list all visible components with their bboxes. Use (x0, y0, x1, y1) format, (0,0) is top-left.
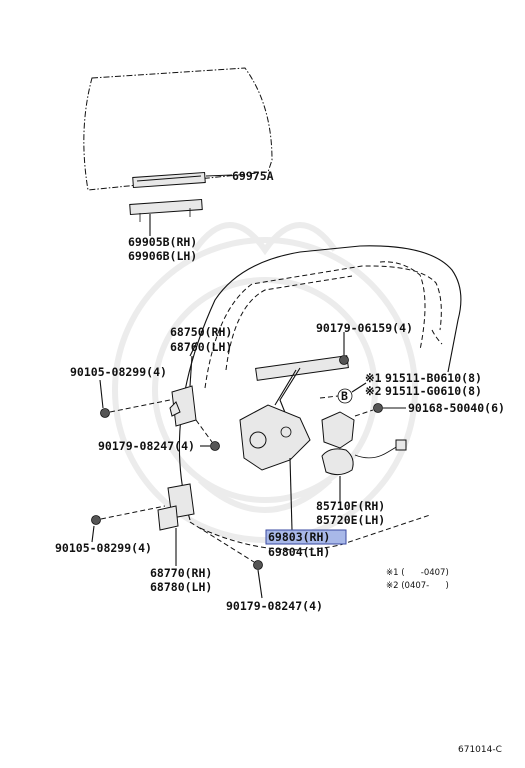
nut-90179-08247-lower[interactable] (189, 521, 263, 599)
label-69975A[interactable]: 69975A (232, 169, 274, 183)
door-hinge-lower-68770[interactable] (157, 483, 195, 566)
highlight-69803 (265, 529, 347, 545)
label-69906B[interactable]: 69906B(LH) (128, 249, 197, 263)
bolt-90168-50040[interactable] (354, 403, 406, 417)
label-90179-08247-lower[interactable]: 90179-08247(4) (226, 599, 323, 613)
nut-90179-06159[interactable] (339, 332, 349, 365)
label-68780[interactable]: 68780(LH) (150, 580, 212, 594)
label-90105-08299-lower[interactable]: 90105-08299(4) (55, 541, 152, 555)
label-68750[interactable]: 68750(RH) (170, 325, 232, 339)
label-90105-08299-upper[interactable]: 90105-08299(4) (70, 365, 167, 379)
label-91511-G0610[interactable]: 91511-G0610(8) (385, 384, 482, 398)
label-85710F[interactable]: 85710F(RH) (316, 499, 385, 513)
watermark-emblem (112, 222, 418, 543)
glass-channel-69975A[interactable] (132, 171, 233, 189)
note-2: ※2 (0407- ) (386, 581, 449, 591)
label-90179-06159[interactable]: 90179-06159(4) (316, 321, 413, 335)
leader-68750 (189, 341, 198, 357)
nut-90179-08247-upper[interactable] (195, 419, 220, 451)
label-85720E[interactable]: 85720E(LH) (316, 513, 385, 527)
label-69803[interactable]: 69803(RH) (268, 530, 330, 544)
mark-1: ※1 (365, 371, 382, 385)
diagram-code: 671014-C (458, 745, 502, 755)
bolt-90105-upper[interactable] (99, 379, 171, 418)
label-68760[interactable]: 68760(LH) (170, 340, 232, 354)
label-69804[interactable]: 69804(LH) (268, 545, 330, 559)
circle-b-marker: B (341, 389, 348, 403)
window-regulator-69803[interactable] (239, 355, 349, 531)
door-glass (83, 67, 273, 191)
label-69905B[interactable]: 69905B(RH) (128, 235, 197, 249)
regulator-motor-85710F[interactable] (321, 411, 407, 502)
door-hinge-upper-68750[interactable] (169, 355, 197, 427)
label-68770[interactable]: 68770(RH) (150, 566, 212, 580)
bolt-90105-lower[interactable] (91, 505, 166, 543)
mark-2: ※2 (365, 384, 382, 398)
note-1: ※1 ( -0407) (386, 568, 449, 578)
bolt-91511[interactable] (319, 382, 367, 404)
label-90168-50040[interactable]: 90168-50040(6) (408, 401, 505, 415)
label-90179-08247-upper[interactable]: 90179-08247(4) (98, 439, 195, 453)
glass-channel-69905B[interactable] (129, 198, 203, 236)
label-91511-B0610[interactable]: 91511-B0610(8) (385, 371, 482, 385)
